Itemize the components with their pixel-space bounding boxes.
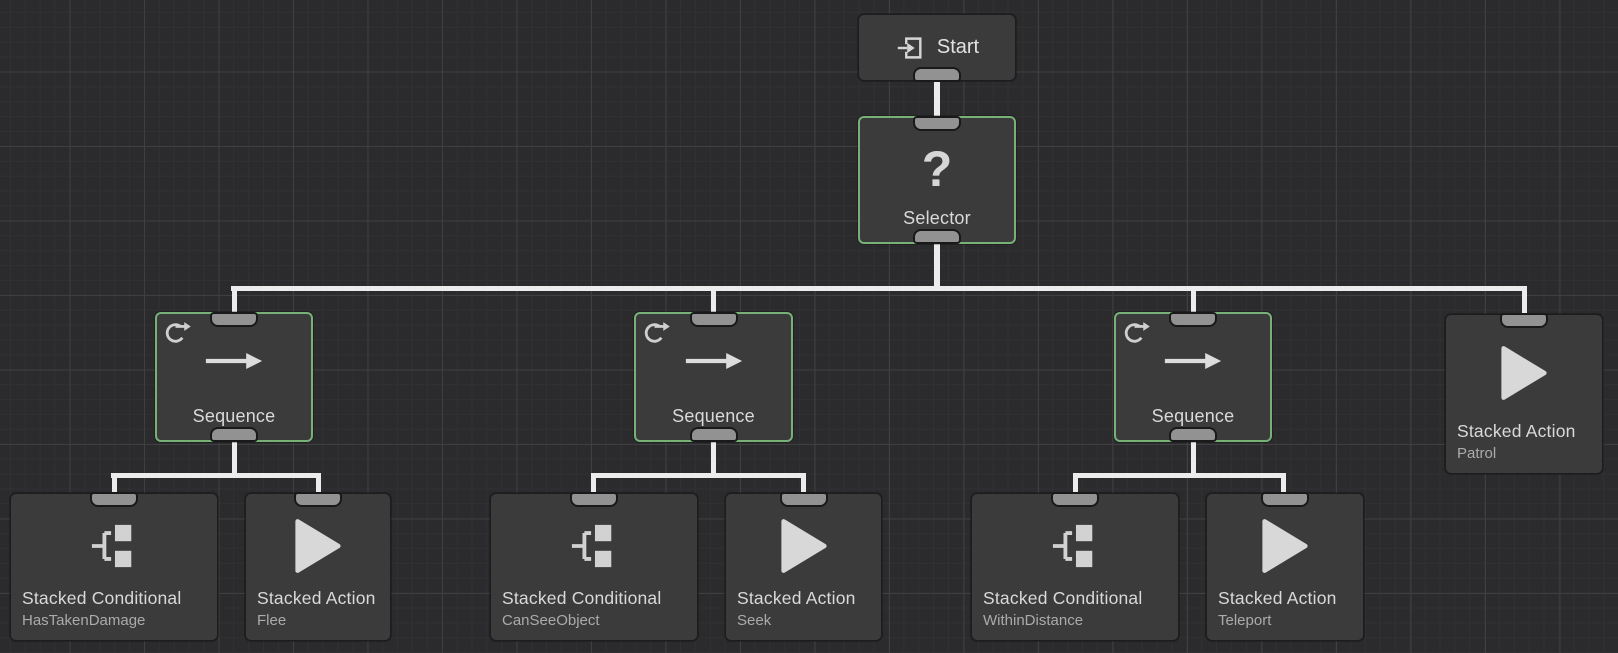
node-title: Start <box>936 36 980 58</box>
wire-segment <box>801 473 806 498</box>
output-port[interactable] <box>689 427 738 442</box>
wire-segment <box>232 437 237 478</box>
wire-segment <box>231 286 1527 291</box>
input-port[interactable] <box>570 492 618 507</box>
input-port[interactable] <box>779 492 828 507</box>
wire-segment <box>711 437 716 478</box>
repeat-icon <box>1124 321 1152 350</box>
branch-icon <box>491 494 697 588</box>
wire-segment <box>1522 286 1527 318</box>
node-subtitle: HasTakenDamage <box>22 612 146 629</box>
node-subtitle: CanSeeObject <box>502 612 600 629</box>
node-conditional-withindistance[interactable]: Stacked Conditional WithinDistance <box>971 492 1179 641</box>
node-sequence-1[interactable]: Sequence <box>155 312 313 442</box>
input-port[interactable] <box>1051 492 1099 507</box>
play-icon <box>246 494 390 588</box>
output-port[interactable] <box>1169 427 1217 442</box>
wire-segment <box>1191 286 1196 318</box>
repeat-icon <box>165 321 193 350</box>
arrow-right-icon <box>157 314 311 407</box>
input-port[interactable] <box>210 312 258 327</box>
node-sequence-3[interactable]: Sequence <box>1114 312 1272 442</box>
arrow-right-icon <box>1116 314 1270 407</box>
input-port[interactable] <box>913 116 961 131</box>
wire-segment <box>232 286 237 318</box>
wire-segment <box>1191 437 1196 478</box>
play-icon <box>1446 315 1602 421</box>
input-port[interactable] <box>689 312 738 327</box>
input-port[interactable] <box>1169 312 1217 327</box>
node-subtitle: Flee <box>257 612 287 629</box>
wire-segment <box>711 286 716 318</box>
node-title: Stacked Action <box>257 587 376 608</box>
output-port[interactable] <box>210 427 258 442</box>
input-port[interactable] <box>1500 313 1548 328</box>
node-title: Stacked Conditional <box>983 587 1143 608</box>
node-title: Stacked Action <box>737 587 856 608</box>
node-title: Stacked Conditional <box>502 587 662 608</box>
play-icon <box>1207 494 1363 588</box>
node-action-seek[interactable]: Stacked Action Seek <box>725 492 882 641</box>
node-conditional-canseeobject[interactable]: Stacked Conditional CanSeeObject <box>490 492 698 641</box>
node-subtitle: Teleport <box>1218 612 1272 629</box>
wire-segment <box>111 473 321 478</box>
node-action-flee[interactable]: Stacked Action Flee <box>245 492 391 641</box>
node-conditional-hastakendamage[interactable]: Stacked Conditional HasTakenDamage <box>10 492 218 641</box>
node-title: Sequence <box>1151 406 1235 427</box>
play-icon <box>726 494 881 588</box>
question-mark-icon: ? <box>921 140 953 197</box>
output-port[interactable] <box>913 67 961 82</box>
node-title: Stacked Conditional <box>22 587 182 608</box>
node-start[interactable]: Start <box>858 14 1016 82</box>
node-title: Stacked Action <box>1457 420 1576 441</box>
repeat-icon <box>644 321 672 350</box>
node-action-patrol[interactable]: Stacked Action Patrol <box>1445 313 1603 474</box>
node-selector[interactable]: ? Selector <box>858 116 1016 244</box>
branch-icon <box>972 494 1178 588</box>
output-port[interactable] <box>913 229 961 244</box>
node-subtitle: WithinDistance <box>983 612 1084 629</box>
wire-segment <box>1073 473 1285 478</box>
wire-segment <box>934 240 940 290</box>
input-port[interactable] <box>90 492 138 507</box>
node-subtitle: Seek <box>737 612 772 629</box>
node-title: Sequence <box>672 406 755 427</box>
wire-segment <box>1073 473 1078 498</box>
enter-icon <box>895 33 925 63</box>
node-action-teleport[interactable]: Stacked Action Teleport <box>1206 492 1364 641</box>
node-title: Sequence <box>192 406 276 427</box>
node-subtitle: Patrol <box>1457 445 1497 462</box>
branch-icon <box>11 494 217 588</box>
node-title: Selector <box>903 208 971 229</box>
wire-segment <box>591 473 596 498</box>
arrow-right-icon <box>636 314 791 407</box>
wire-segment <box>1281 473 1286 498</box>
wire-segment <box>112 473 117 498</box>
wire-segment <box>934 72 940 122</box>
wire-segment <box>316 473 321 498</box>
input-port[interactable] <box>1261 492 1309 507</box>
node-title: Stacked Action <box>1218 587 1337 608</box>
wire-segment <box>591 473 806 478</box>
input-port[interactable] <box>294 492 342 507</box>
node-sequence-2[interactable]: Sequence <box>634 312 793 442</box>
